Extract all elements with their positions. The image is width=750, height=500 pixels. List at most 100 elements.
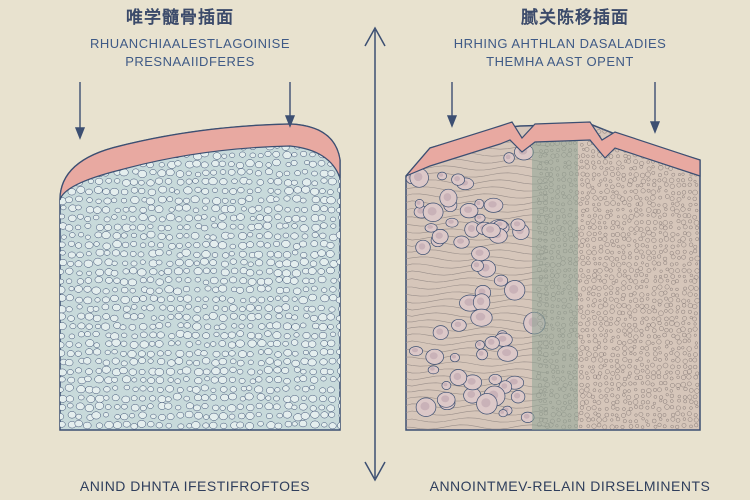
left-cell xyxy=(338,287,340,294)
left-cell xyxy=(93,342,100,348)
left-cell xyxy=(113,125,120,131)
right-small-cell xyxy=(602,301,609,308)
left-cell xyxy=(291,223,298,229)
right-cell-pattern xyxy=(406,128,700,430)
left-cell xyxy=(194,368,204,377)
left-cell xyxy=(103,386,111,393)
left-cell xyxy=(209,240,219,248)
right-small-cell xyxy=(662,256,668,262)
left-cell xyxy=(219,386,228,393)
left-cell xyxy=(274,213,282,220)
right-small-cell xyxy=(626,284,632,290)
right-small-cell xyxy=(668,268,675,274)
left-cell xyxy=(283,195,291,202)
right-cell-nucleus xyxy=(491,376,498,381)
left-cell xyxy=(330,216,337,222)
right-small-cell xyxy=(586,274,591,280)
left-cell xyxy=(96,143,103,149)
left-cell xyxy=(68,333,76,340)
left-cell xyxy=(311,196,321,204)
left-cell xyxy=(327,206,336,214)
right-small-cell xyxy=(651,405,655,409)
right-cell-nucleus xyxy=(435,232,443,239)
right-small-cell xyxy=(584,147,590,152)
right-small-cell xyxy=(633,365,638,369)
left-cell xyxy=(210,341,217,347)
left-cell xyxy=(319,188,326,194)
left-cell xyxy=(137,420,147,428)
left-cell xyxy=(164,178,173,185)
left-cell xyxy=(283,333,291,340)
left-cell xyxy=(60,197,67,206)
left-cell xyxy=(283,378,291,385)
left-cell xyxy=(183,331,193,339)
right-small-cell xyxy=(657,185,662,190)
right-small-cell xyxy=(675,130,680,135)
right-small-cell xyxy=(681,309,686,314)
right-small-cell xyxy=(629,209,633,213)
right-small-cell xyxy=(614,399,620,405)
right-small-cell xyxy=(597,160,601,165)
right-cell-nucleus xyxy=(429,352,438,360)
right-small-cell xyxy=(676,364,681,369)
left-cell xyxy=(195,340,202,346)
right-small-cell xyxy=(604,267,609,272)
right-cell-nucleus xyxy=(467,378,476,385)
right-small-cell xyxy=(683,279,688,283)
right-cell-nucleus xyxy=(476,200,481,206)
right-small-cell xyxy=(604,407,609,411)
right-small-cell xyxy=(640,137,644,141)
left-cell xyxy=(338,395,340,403)
left-cell xyxy=(218,358,227,366)
left-cell xyxy=(130,395,138,402)
left-cell xyxy=(202,279,210,286)
right-tissue-block xyxy=(405,121,701,431)
right-small-cell xyxy=(592,257,596,261)
left-cell xyxy=(60,241,66,248)
left-cell xyxy=(318,404,326,411)
left-cell xyxy=(139,277,147,284)
left-cell xyxy=(308,394,318,403)
left-cell xyxy=(95,358,103,364)
left-cell xyxy=(60,268,64,275)
left-cell xyxy=(319,169,329,178)
right-small-cell xyxy=(694,152,700,158)
right-small-cell xyxy=(584,399,589,405)
right-small-cell xyxy=(581,213,585,217)
right-small-cell xyxy=(614,424,619,429)
right-small-cell xyxy=(615,286,620,291)
right-small-cell xyxy=(598,231,602,235)
right-small-cell xyxy=(623,317,627,321)
left-cell xyxy=(122,268,130,275)
right-small-cell xyxy=(633,262,638,267)
right-small-cell xyxy=(592,195,598,201)
right-small-cell xyxy=(680,381,687,388)
left-cell xyxy=(254,187,262,193)
left-cell xyxy=(166,196,174,203)
right-small-cell xyxy=(680,326,686,333)
right-small-cell xyxy=(664,316,669,322)
left-cell xyxy=(60,376,66,383)
left-cell xyxy=(64,383,74,392)
right-small-cell xyxy=(598,357,604,363)
right-small-cell xyxy=(610,382,615,386)
left-cell xyxy=(75,367,83,374)
left-cell xyxy=(185,341,193,348)
left-cell xyxy=(299,257,309,266)
right-small-cell xyxy=(592,298,598,304)
right-small-cell xyxy=(688,285,694,291)
right-small-cell xyxy=(695,237,700,241)
right-small-cell xyxy=(645,237,651,243)
left-cell xyxy=(246,351,254,358)
left-cell xyxy=(156,350,164,357)
left-cell xyxy=(84,216,92,222)
right-small-cell xyxy=(580,393,586,399)
right-small-cell xyxy=(633,188,639,194)
left-cell xyxy=(66,132,76,140)
left-cell xyxy=(319,258,329,266)
left-cell xyxy=(177,224,184,230)
right-small-cell xyxy=(579,159,584,164)
right-small-cell xyxy=(652,298,657,303)
left-cell xyxy=(301,185,311,194)
